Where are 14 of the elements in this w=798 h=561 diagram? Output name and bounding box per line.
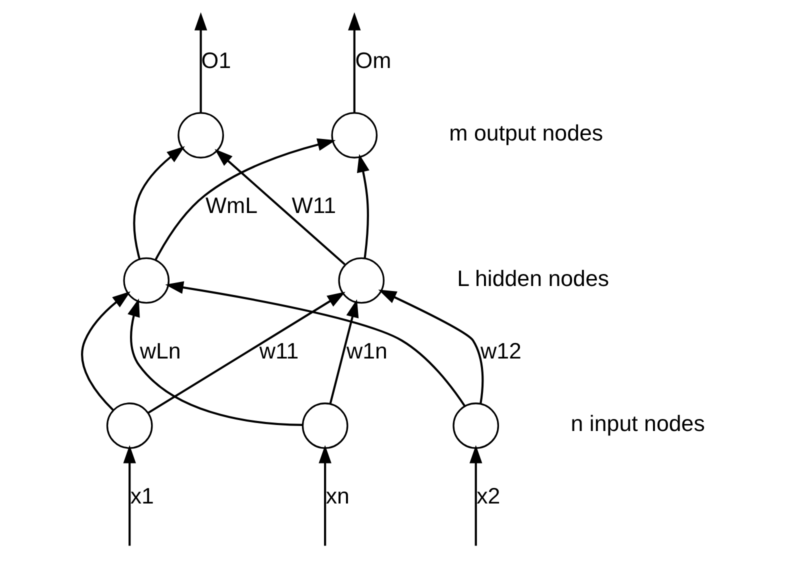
edge-label: Om (354, 48, 391, 73)
edge-label: w1n (346, 338, 387, 364)
edge-label: x1 (130, 484, 154, 509)
edge-label: x2 (476, 484, 500, 509)
label: n input nodes (570, 411, 704, 436)
edge-label: W11 (291, 193, 336, 218)
label: m output nodes (448, 120, 603, 146)
edge-label: w12 (480, 338, 521, 364)
edge-label: wLn (139, 338, 180, 364)
edge-label: w11 (258, 338, 298, 364)
edge-label: O1 (200, 48, 231, 73)
edge-label: xn (325, 484, 349, 509)
edge-label: WmL (204, 193, 258, 218)
label: L hidden nodes (456, 266, 609, 291)
